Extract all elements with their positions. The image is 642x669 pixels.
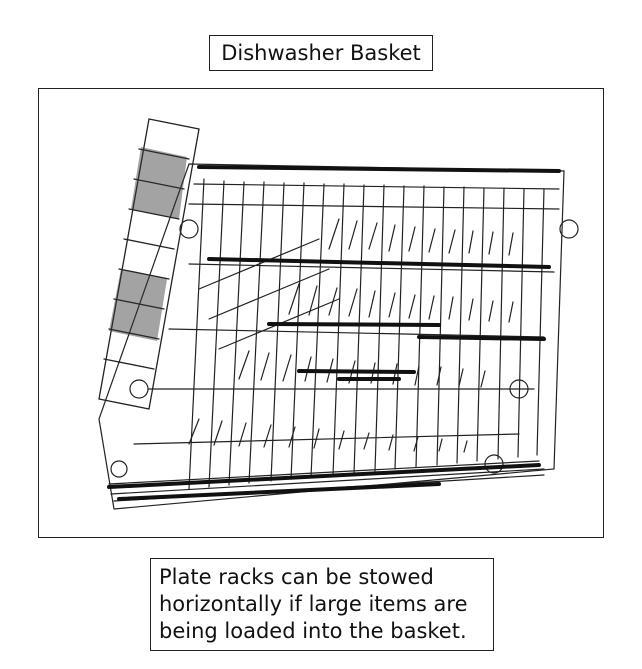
caption-line-3: being loaded into the basket. [159,619,467,643]
page-title: Dishwasher Basket [209,35,433,71]
page-title-text: Dishwasher Basket [221,41,421,65]
caption-line-2: horizontally if large items are [159,592,468,616]
caption-line-1: Plate racks can be stowed [159,565,434,589]
illustration-frame [38,88,604,538]
dishwasher-basket-illustration [98,118,579,510]
plate-rack-upper [98,118,200,410]
caption-box: Plate racks can be stowed horizontally i… [150,558,494,651]
